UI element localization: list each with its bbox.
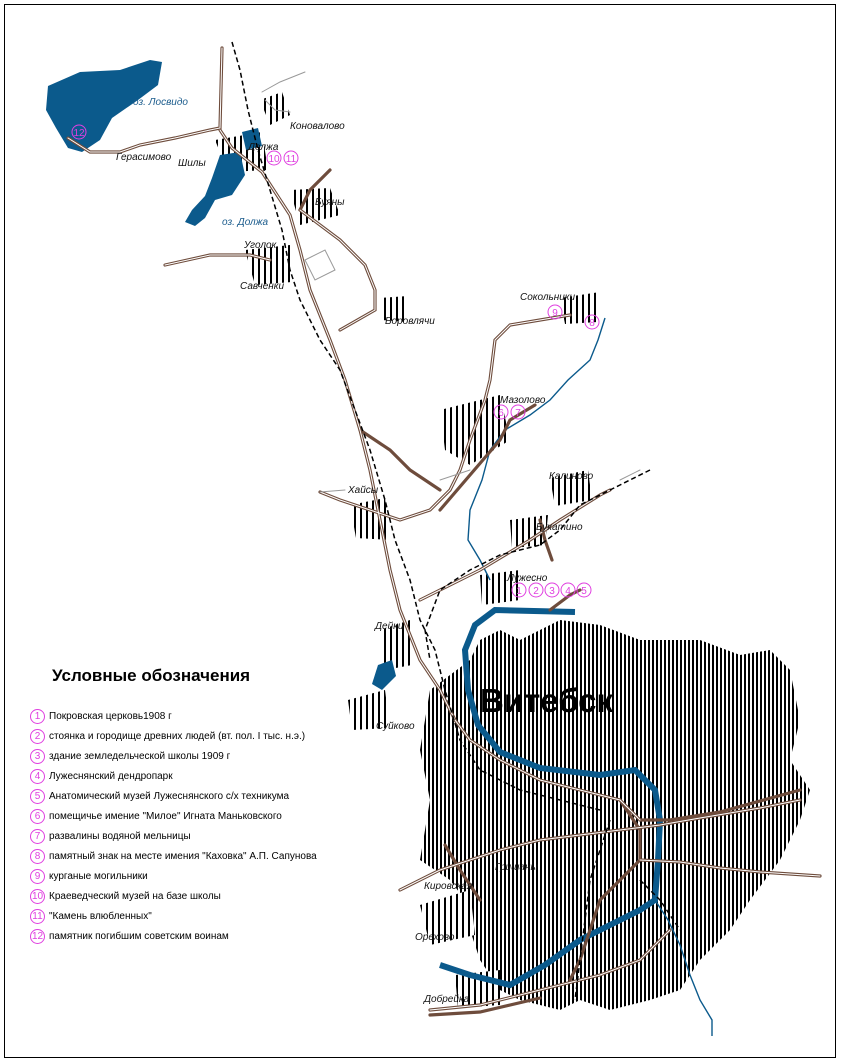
- legend-text: Краеведческий музей на базе школы: [49, 890, 221, 902]
- svg-text:5: 5: [581, 586, 587, 597]
- svg-text:3: 3: [549, 586, 555, 597]
- legend-item: 8 памятный знак на месте имения "Каховка"…: [30, 846, 330, 866]
- place-orehovo: Орехово: [415, 932, 455, 943]
- place-ugolok: Уголок: [243, 240, 278, 251]
- legend-number: 4: [30, 768, 45, 784]
- lakes: [46, 60, 396, 690]
- legend-item: 2 стоянка и городище древних людей (вт. п…: [30, 726, 330, 746]
- legend-text: Покровская церковь1908 г: [49, 710, 172, 722]
- marker-11[interactable]: 11: [283, 150, 299, 166]
- legend-number: 10: [30, 888, 45, 904]
- svg-text:11: 11: [286, 154, 297, 165]
- legend-text: развалины водяной мельницы: [49, 830, 191, 842]
- legend-item: 12 памятник погибшим советским воинам: [30, 926, 330, 946]
- marker-8[interactable]: 8: [584, 314, 600, 330]
- marker-5[interactable]: 5: [576, 582, 592, 598]
- svg-text:4: 4: [565, 586, 571, 597]
- svg-text:12: 12: [73, 128, 85, 139]
- lake-label-losvido: оз. Лосвидо: [133, 97, 188, 108]
- legend-text: курганые могильники: [49, 870, 148, 882]
- place-mazolovo: Мазолово: [500, 395, 546, 406]
- legend: Условные обозначения 1 Покровская церковь…: [30, 666, 330, 946]
- legend-item: 6 помещичье имение "Милое" Игната Маньков…: [30, 806, 330, 826]
- legend-number: 1: [30, 708, 45, 724]
- roads: [66, 46, 822, 1017]
- svg-text:6: 6: [498, 408, 504, 419]
- place-sokolniki: Сокольники: [520, 292, 576, 303]
- marker-9[interactable]: 9: [547, 304, 563, 320]
- svg-text:8: 8: [589, 318, 595, 329]
- legend-number: 8: [30, 848, 45, 864]
- legend-number: 2: [30, 728, 45, 744]
- legend-number: 12: [30, 928, 45, 944]
- place-buyany: Буяны: [315, 197, 345, 208]
- place-deiki: Дейки: [374, 621, 404, 632]
- city-label: Витебск: [480, 682, 613, 719]
- legend-number: 3: [30, 748, 45, 764]
- place-konovalovo: Коновалово: [290, 121, 345, 132]
- legend-item: 5 Анатомический музей Лужеснянского с/х т…: [30, 786, 330, 806]
- legend-item: 1 Покровская церковь1908 г: [30, 706, 330, 726]
- legend-item: 4 Лужеснянский дендропарк: [30, 766, 330, 786]
- legend-number: 9: [30, 868, 45, 884]
- place-borovlyachi: Боровлячи: [385, 316, 435, 327]
- railways: [231, 41, 681, 1001]
- city-area: [420, 620, 810, 1010]
- place-grishany: Гришаны: [495, 862, 538, 873]
- map-markers: 1 2 3 4 5 6 7 8 9 10 11 12: [71, 124, 600, 598]
- svg-text:9: 9: [552, 308, 558, 319]
- marker-7[interactable]: 7: [510, 404, 526, 420]
- legend-title: Условные обозначения: [52, 666, 251, 685]
- place-dobreika: Добрейка: [423, 993, 470, 1005]
- svg-text:10: 10: [268, 154, 280, 165]
- legend-text: Анатомический музей Лужеснянского с/х те…: [49, 790, 290, 802]
- marker-1[interactable]: 1: [511, 582, 527, 598]
- legend-item: 3 здание земледельческой школы 1909 г: [30, 746, 330, 766]
- place-shily: Шилы: [178, 158, 206, 169]
- legend-text: памятный знак на месте имения "Каховка" …: [49, 850, 317, 862]
- marker-6[interactable]: 6: [493, 404, 509, 420]
- place-luzhesno: Лужесно: [506, 573, 548, 584]
- legend-number: 11: [30, 908, 45, 924]
- svg-text:2: 2: [533, 586, 539, 597]
- map-frame: [4, 4, 836, 1058]
- place-kirovskaya: Кировская: [424, 881, 473, 892]
- legend-number: 6: [30, 808, 45, 824]
- legend-text: памятник погибшим советским воинам: [49, 930, 229, 942]
- marker-3[interactable]: 3: [544, 582, 560, 598]
- marker-2[interactable]: 2: [528, 582, 544, 598]
- legend-item: 9 курганые могильники: [30, 866, 330, 886]
- place-haisy: Хайсы: [347, 485, 379, 496]
- legend-text: Лужеснянский дендропарк: [49, 770, 173, 782]
- legend-text: стоянка и городище древних людей (вт. по…: [49, 730, 306, 742]
- marker-12[interactable]: 12: [71, 124, 87, 140]
- legend-text: "Камень влюбленных": [49, 910, 152, 922]
- svg-text:7: 7: [515, 408, 521, 419]
- legend-text: помещичье имение "Милое" Игната Маньковс…: [49, 810, 282, 822]
- place-savchenki: Савченки: [240, 281, 285, 292]
- svg-text:1: 1: [516, 586, 522, 597]
- legend-number: 5: [30, 788, 45, 804]
- legend-item: 11 "Камень влюбленных": [30, 906, 330, 926]
- legend-item: 7 развалины водяной мельницы: [30, 826, 330, 846]
- place-labels: Коновалово Должа Герасимово Шилы Буяны У…: [116, 121, 594, 1005]
- lake-label-dolzha: оз. Должа: [222, 217, 269, 228]
- legend-number: 7: [30, 828, 45, 844]
- marker-4[interactable]: 4: [560, 582, 576, 598]
- marker-10[interactable]: 10: [266, 150, 282, 166]
- legend-text: здание земледельческой школы 1909 г: [49, 750, 231, 762]
- legend-item: 10 Краеведческий музей на базе школы: [30, 886, 330, 906]
- place-gerasimovo: Герасимово: [116, 152, 172, 163]
- place-kalinovo: Калиново: [549, 471, 594, 482]
- place-dolzha: Должа: [247, 142, 279, 153]
- place-suikovo: Суйково: [376, 721, 415, 732]
- place-bukatino: Букатино: [536, 522, 583, 533]
